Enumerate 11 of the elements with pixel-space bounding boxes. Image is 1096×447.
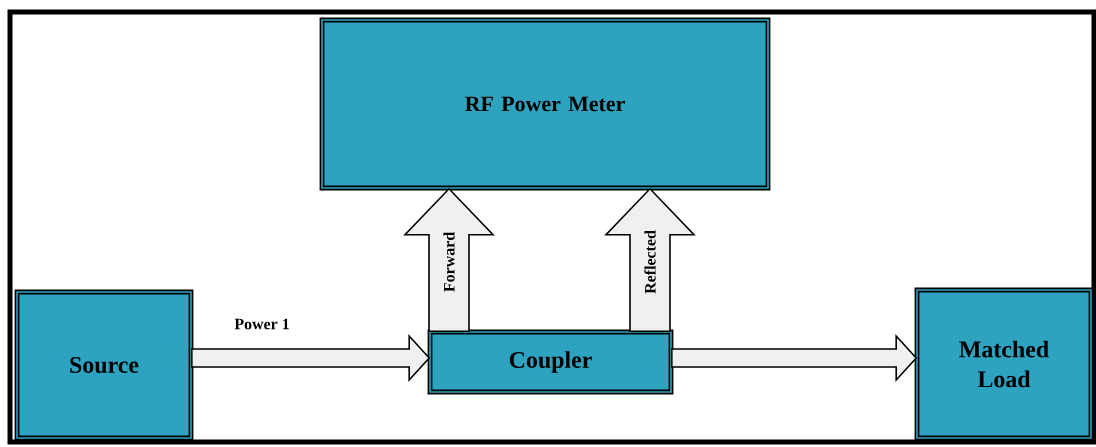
edge-label: Power 1 [234, 318, 289, 330]
arrow [191, 333, 431, 383]
arrow [403, 187, 495, 332]
block-box: Source [14, 289, 194, 441]
block-box: RF Power Meter [319, 17, 771, 191]
arrow [671, 333, 918, 383]
arrow [604, 187, 696, 332]
edge-label: Reflected [644, 230, 656, 294]
edge-label: Forward [443, 232, 455, 292]
block-box: Coupler [427, 329, 674, 395]
block-box: Matched Load [914, 287, 1094, 441]
